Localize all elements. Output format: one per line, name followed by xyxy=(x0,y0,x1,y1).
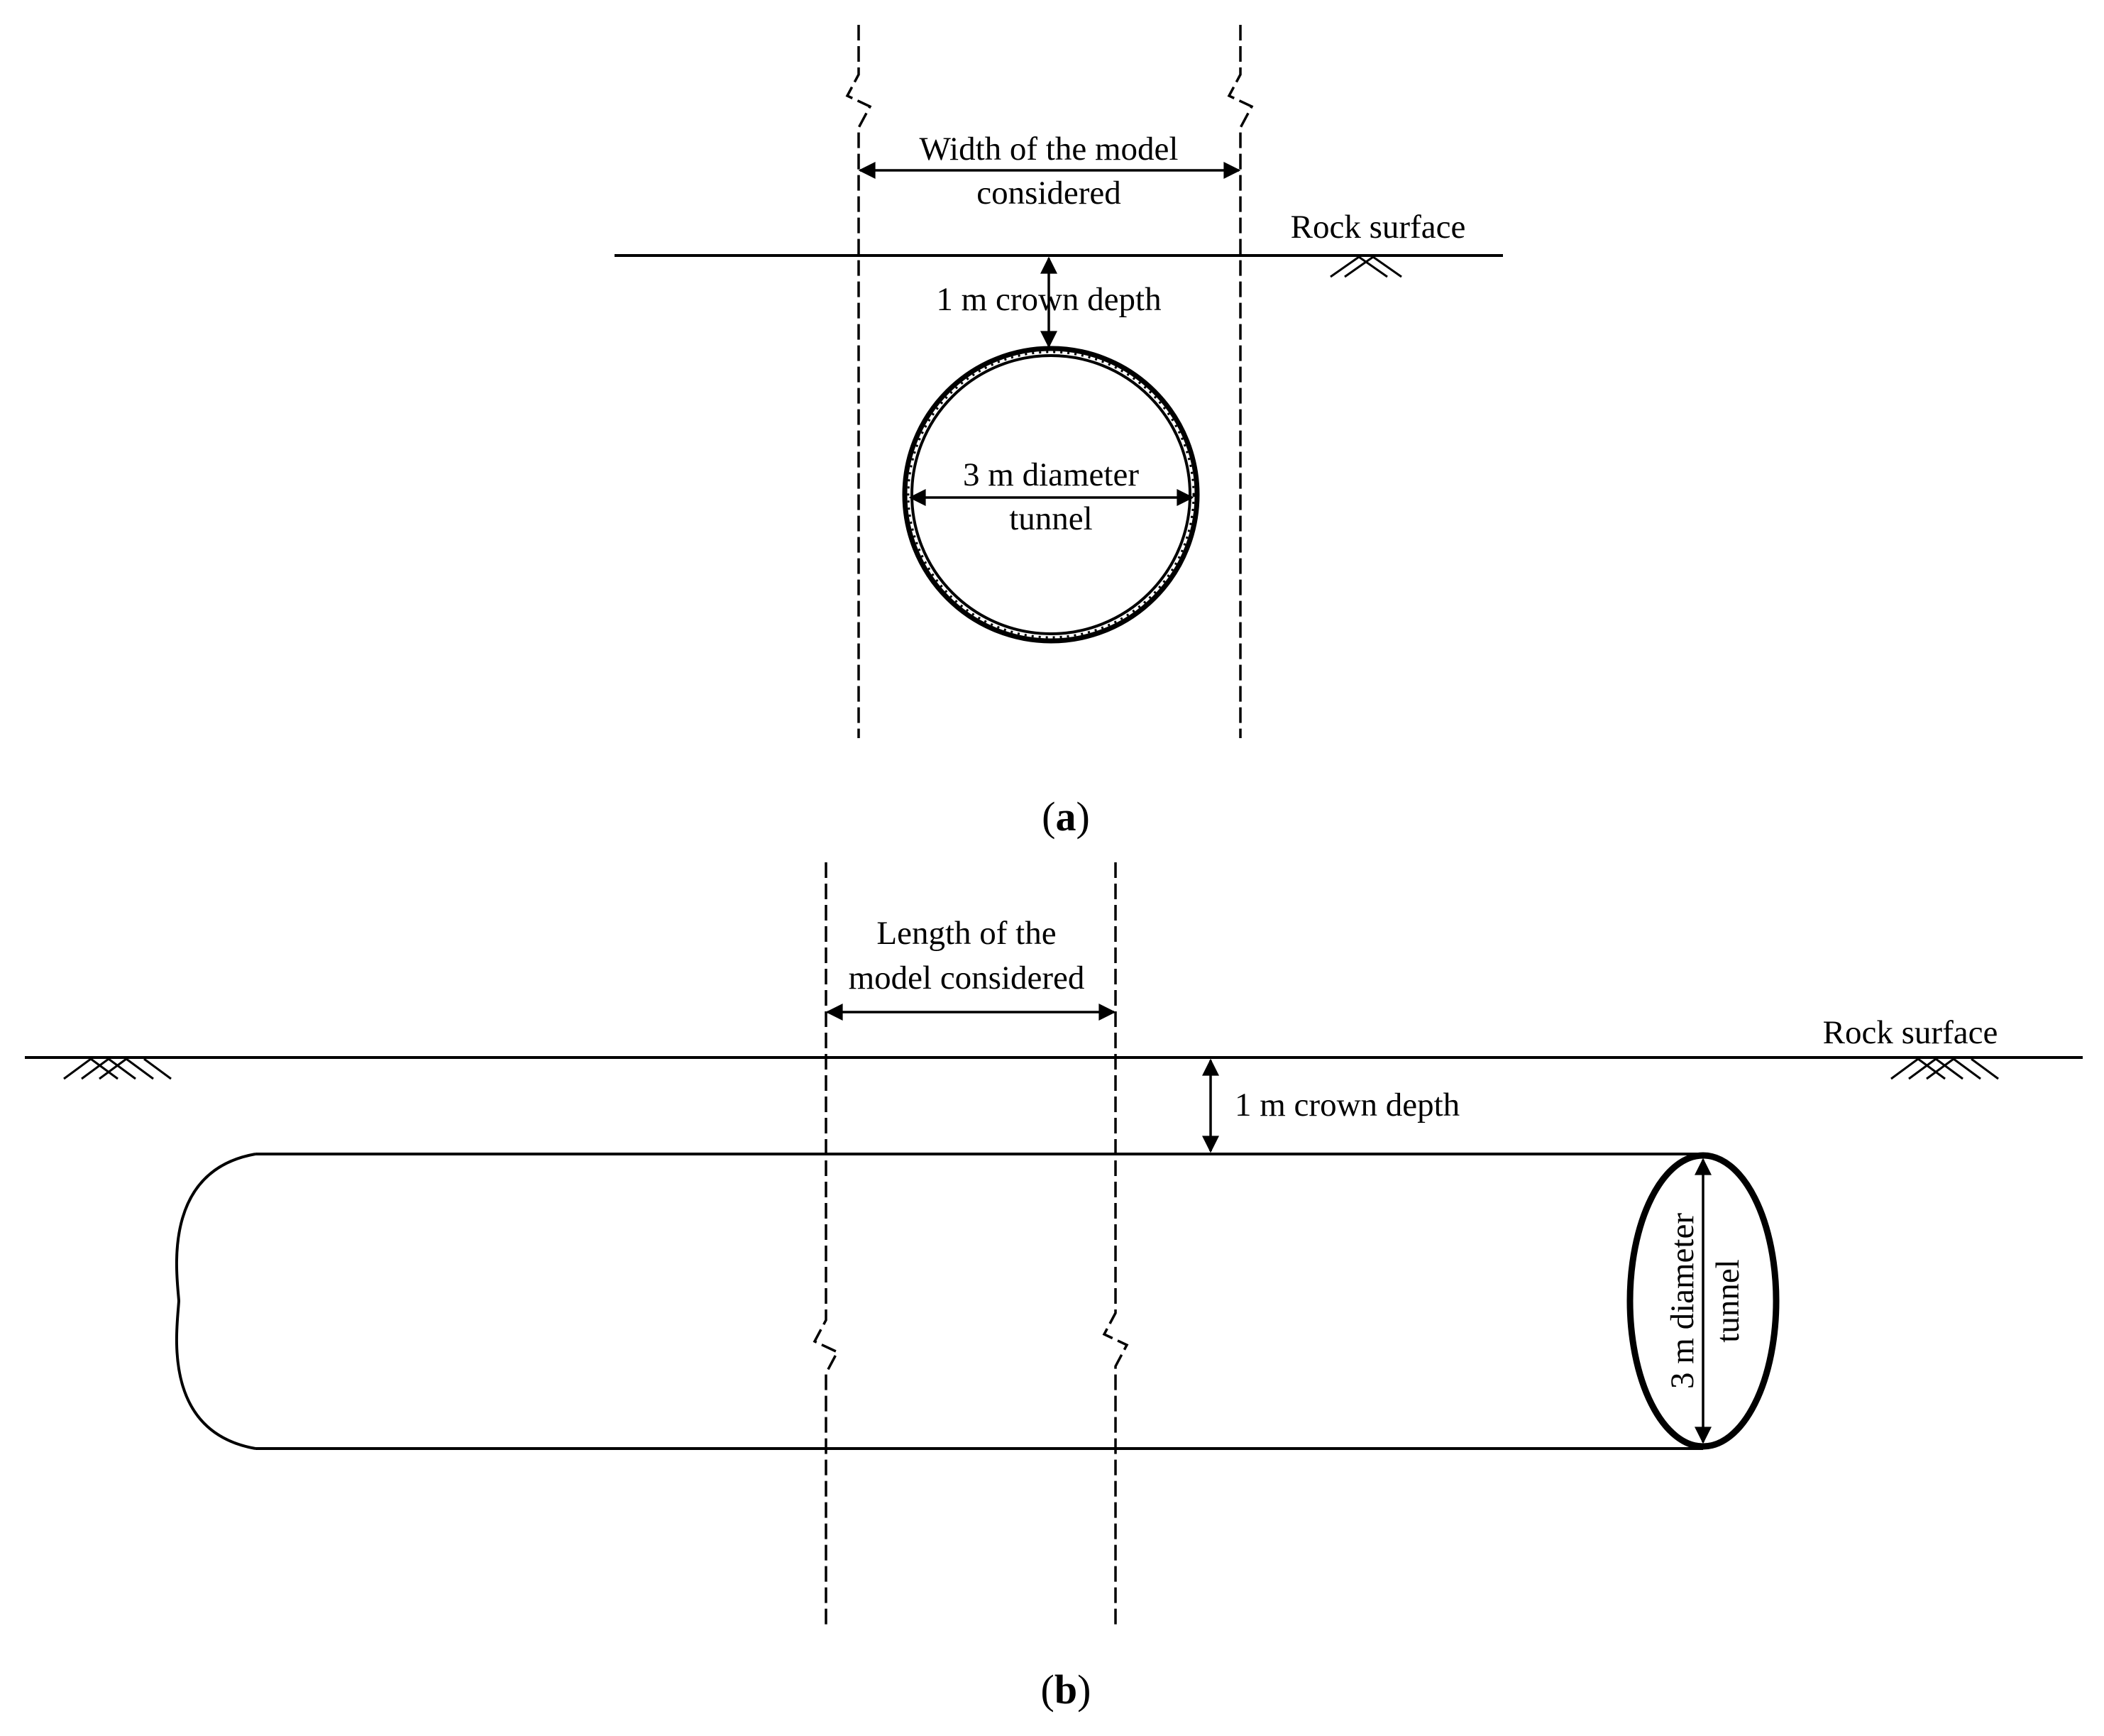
width-label-line2: considered xyxy=(976,175,1121,211)
ground-hatch-symbol-a xyxy=(1330,256,1402,278)
tunnel-end-face xyxy=(1626,1152,1780,1450)
crown-depth-label-b: 1 m crown depth xyxy=(1235,1087,1460,1124)
panel-a: Width of the model considered Rock surfa… xyxy=(615,25,1503,840)
right-boundary-dashed-line-b xyxy=(1102,862,1129,1625)
diameter-label-line2-b: tunnel xyxy=(1709,1259,1746,1342)
caption-a: (a) xyxy=(1042,793,1090,840)
width-label-line1: Width of the model xyxy=(920,131,1179,167)
ground-hatch-symbol-b-right xyxy=(1890,1057,1999,1080)
tunnel-longitudinal-body xyxy=(175,1153,1703,1450)
ground-hatch-symbol-b-left xyxy=(63,1057,172,1080)
crown-depth-label-a: 1 m crown depth xyxy=(936,281,1161,318)
rock-surface-label-b: Rock surface xyxy=(1823,1014,1998,1051)
left-boundary-dashed-line-b xyxy=(813,862,839,1625)
diameter-label-line2-a: tunnel xyxy=(1009,500,1092,537)
tunnel-lining-dots xyxy=(907,351,1195,639)
left-boundary-dashed-line-a xyxy=(845,25,872,738)
diameter-label-line1-b: 3 m diameter xyxy=(1664,1213,1701,1389)
rock-surface-label-a: Rock surface xyxy=(1291,209,1466,246)
diameter-label-line1-a: 3 m diameter xyxy=(963,456,1139,493)
right-boundary-dashed-line-a xyxy=(1227,25,1254,738)
length-label-line2: model considered xyxy=(849,960,1085,996)
tunnel-lining-inner-ring xyxy=(910,354,1191,635)
panel-b: Rock surface Length of the model conside… xyxy=(25,862,2083,1713)
caption-b: (b) xyxy=(1041,1666,1091,1713)
length-label-line1: Length of the xyxy=(876,915,1056,952)
tunnel-lining-outer-ring xyxy=(902,346,1200,644)
